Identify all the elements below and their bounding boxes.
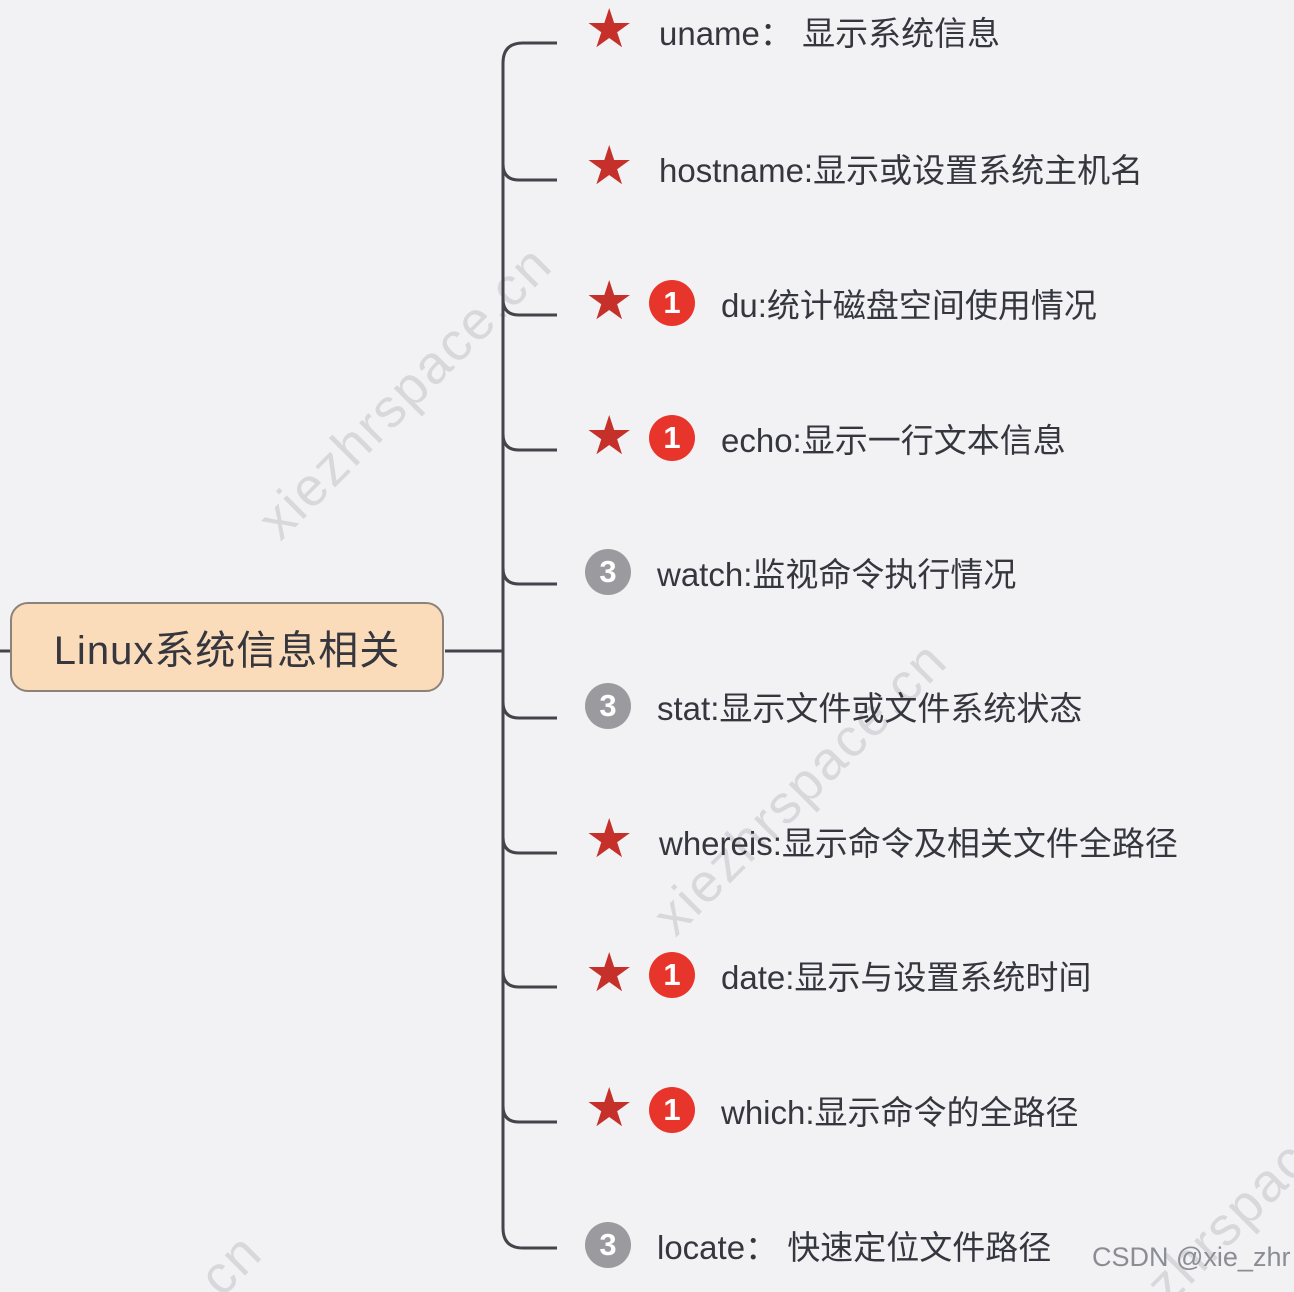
- branch-node-locate[interactable]: ★ 3 locate： 快速定位文件路径: [585, 1214, 1051, 1276]
- priority-badge: 3: [585, 1222, 631, 1268]
- branch-label: watch:监视命令执行情况: [657, 556, 1017, 593]
- branch-node-which[interactable]: ★ 1 which:显示命令的全路径: [585, 1079, 1079, 1141]
- priority-badge: 3: [585, 549, 631, 595]
- priority-badge: 1: [649, 415, 695, 461]
- star-icon: ★: [585, 809, 634, 869]
- branch-label: which:显示命令的全路径: [721, 1094, 1079, 1131]
- branch-node-echo[interactable]: ★ 1 echo:显示一行文本信息: [585, 407, 1066, 469]
- star-icon: ★: [585, 943, 634, 1003]
- branch-label: stat:显示文件或文件系统状态: [657, 690, 1083, 727]
- priority-badge: 1: [649, 952, 695, 998]
- branch-node-date[interactable]: ★ 1 date:显示与设置系统时间: [585, 944, 1091, 1006]
- star-icon: ★: [585, 271, 634, 331]
- branch-node-whereis[interactable]: ★ whereis:显示命令及相关文件全路径: [585, 810, 1178, 872]
- root-node[interactable]: Linux系统信息相关: [10, 602, 444, 692]
- branch-node-watch[interactable]: ★ 3 watch:监视命令执行情况: [585, 541, 1016, 603]
- priority-badge: 1: [649, 1087, 695, 1133]
- branch-node-du[interactable]: ★ 1 du:统计磁盘空间使用情况: [585, 272, 1097, 334]
- star-icon: ★: [585, 1078, 634, 1138]
- credit-watermark: CSDN @xie_zhr: [1092, 1242, 1291, 1272]
- star-icon: ★: [585, 0, 634, 59]
- branch-label: hostname:显示或设置系统主机名: [659, 152, 1144, 189]
- branch-node-stat[interactable]: ★ 3 stat:显示文件或文件系统状态: [585, 675, 1082, 737]
- branch-node-uname[interactable]: ★ uname： 显示系统信息: [585, 0, 1000, 62]
- branch-label: uname： 显示系统信息: [659, 15, 1001, 52]
- priority-badge: 1: [649, 280, 695, 326]
- priority-badge: 3: [585, 683, 631, 729]
- branch-label: date:显示与设置系统时间: [721, 959, 1092, 996]
- branch-label: echo:显示一行文本信息: [721, 422, 1066, 459]
- branch-label: locate： 快速定位文件路径: [657, 1229, 1052, 1266]
- branch-label: whereis:显示命令及相关文件全路径: [659, 825, 1178, 862]
- branch-node-hostname[interactable]: ★ hostname:显示或设置系统主机名: [585, 137, 1143, 199]
- star-icon: ★: [585, 406, 634, 466]
- root-label: Linux系统信息相关: [53, 629, 401, 673]
- star-icon: ★: [585, 136, 634, 196]
- branch-label: du:统计磁盘空间使用情况: [721, 287, 1097, 324]
